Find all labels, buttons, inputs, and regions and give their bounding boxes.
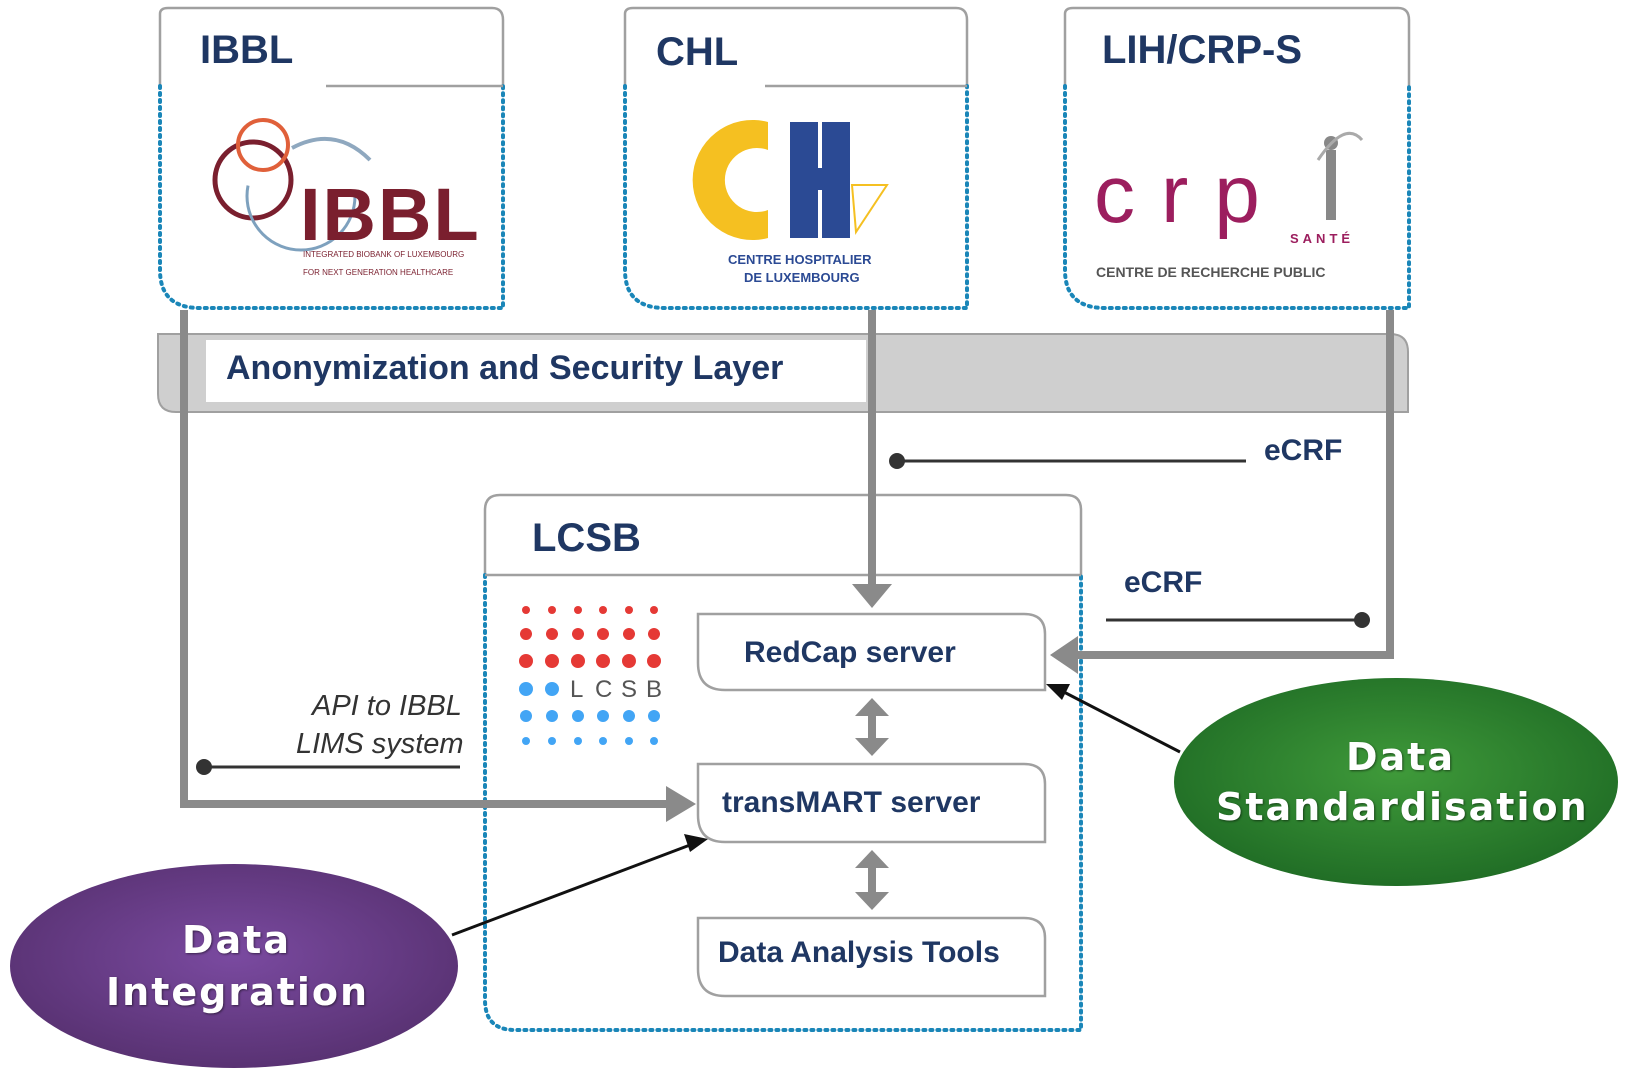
lcsb-logo-dot <box>572 710 584 722</box>
lcsb-logo-dot <box>545 654 559 668</box>
lih-box <box>1063 6 1411 310</box>
transmart-server-box <box>696 762 1047 844</box>
data-standardisation-label-2: Standardisation <box>1216 785 1589 829</box>
redcap-server-label: RedCap server <box>744 636 956 669</box>
lcsb-logo-dot <box>650 606 658 614</box>
chl-box <box>623 6 969 310</box>
lcsb-box <box>483 493 1083 1032</box>
lcsb-logo-dot <box>648 628 660 640</box>
api-label-line1: API to IBBL <box>312 690 462 722</box>
api-dot <box>196 759 212 775</box>
lcsb-logo-dot <box>548 606 556 614</box>
lcsb-logo-dot <box>520 710 532 722</box>
data-standardisation-ellipse <box>1174 678 1618 886</box>
ibbl-logo-line2: FOR NEXT GENERATION HEALTHCARE <box>303 268 454 277</box>
lcsb-logo-dot <box>545 682 559 696</box>
crp-figure-icon <box>1316 131 1364 220</box>
lcsb-logo-dot <box>572 628 584 640</box>
lcsb-logo-dot <box>599 606 607 614</box>
lcsb-logo-dot <box>548 737 556 745</box>
arrow-into-transmart <box>666 786 696 822</box>
lcsb-logo-dot <box>574 737 582 745</box>
lcsb-logo-dot <box>574 606 582 614</box>
ecrf-pointers <box>204 459 1362 769</box>
lcsb-logo-letter-b: B <box>646 676 663 703</box>
lcsb-logo-dot <box>597 710 609 722</box>
lcsb-logo-dot <box>647 654 661 668</box>
data-analysis-tools-box <box>696 916 1047 998</box>
chl-title: CHL <box>656 30 739 74</box>
double-arrow-top-1 <box>855 698 889 716</box>
redcap-server-box <box>696 612 1047 692</box>
ibbl-logo <box>212 118 372 252</box>
chl-logo <box>692 120 889 240</box>
lcsb-logo-dot <box>648 710 660 722</box>
lcsb-logo-dot <box>571 654 585 668</box>
security-layer-label: Anonymization and Security Layer <box>226 349 784 387</box>
data-integration-label-2: Integration <box>106 970 370 1014</box>
lcsb-logo-letter-c: C <box>595 676 613 703</box>
lcsb-logo-dot <box>623 710 635 722</box>
lcsb-logo-dot <box>519 682 533 696</box>
lcsb-logo-letter-l: L <box>570 676 584 703</box>
lcsb-logo-dot <box>519 654 533 668</box>
chl-logo-line1: CENTRE HOSPITALIER <box>728 252 872 267</box>
lcsb-logo-dot <box>625 737 633 745</box>
lcsb-logo-dot <box>623 628 635 640</box>
lcsb-logo-letter-s: S <box>621 676 638 703</box>
data-integration-label-1: Data <box>182 918 291 962</box>
lcsb-title: LCSB <box>532 516 641 560</box>
ecrf-dot-1 <box>889 453 905 469</box>
ibbl-logo-wordmark: IBBL <box>300 173 481 256</box>
lcsb-logo-dot <box>520 628 532 640</box>
api-label-line2: LIMS system <box>296 728 464 760</box>
arrowheads <box>666 584 1078 910</box>
crp-logo-sante: SANTÉ <box>1290 231 1355 246</box>
lcsb-logo-dot <box>622 654 636 668</box>
chl-logo-line2: DE LUXEMBOURG <box>744 270 860 285</box>
lcsb-logo-dot <box>522 606 530 614</box>
arrow-into-redcap-right <box>1050 636 1078 674</box>
transmart-server-label: transMART server <box>722 786 981 819</box>
lcsb-logo-dot <box>599 737 607 745</box>
ecrf-label-1: eCRF <box>1264 434 1343 467</box>
lcsb-logo-dot <box>546 710 558 722</box>
lih-title: LIH/CRP-S <box>1102 28 1302 72</box>
double-arrow-bottom-2 <box>855 892 889 910</box>
arrow-into-redcap-top <box>852 584 892 608</box>
lcsb-logo-dot <box>546 628 558 640</box>
data-standardisation-label-1: Data <box>1346 735 1455 779</box>
ibbl-box <box>158 6 505 310</box>
lih-to-redcap-line <box>1078 310 1394 659</box>
lcsb-logo-dot <box>650 737 658 745</box>
ecrf-label-2: eCRF <box>1124 566 1203 599</box>
ibbl-logo-line1: INTEGRATED BIOBANK OF LUXEMBOURG <box>303 250 465 259</box>
lcsb-logo-dot <box>597 628 609 640</box>
double-arrow-bottom-1 <box>855 738 889 756</box>
lcsb-logo <box>519 606 661 745</box>
ecrf-dot-2 <box>1354 612 1370 628</box>
crp-logo-line1: CENTRE DE RECHERCHE PUBLIC <box>1096 264 1326 280</box>
data-integration-ellipse <box>10 864 458 1068</box>
ibbl-to-transmart-line <box>180 310 670 808</box>
lcsb-logo-dot <box>625 606 633 614</box>
connectors <box>180 310 1394 894</box>
ibbl-title: IBBL <box>200 28 294 72</box>
lcsb-logo-dot <box>522 737 530 745</box>
data-analysis-tools-label: Data Analysis Tools <box>718 936 1000 969</box>
security-layer-label-box <box>206 340 866 402</box>
double-arrow-top-2 <box>855 850 889 868</box>
lcsb-logo-dot <box>596 654 610 668</box>
crp-logo-wordmark: crp <box>1094 149 1286 240</box>
ellipse-arrows <box>451 684 1181 937</box>
